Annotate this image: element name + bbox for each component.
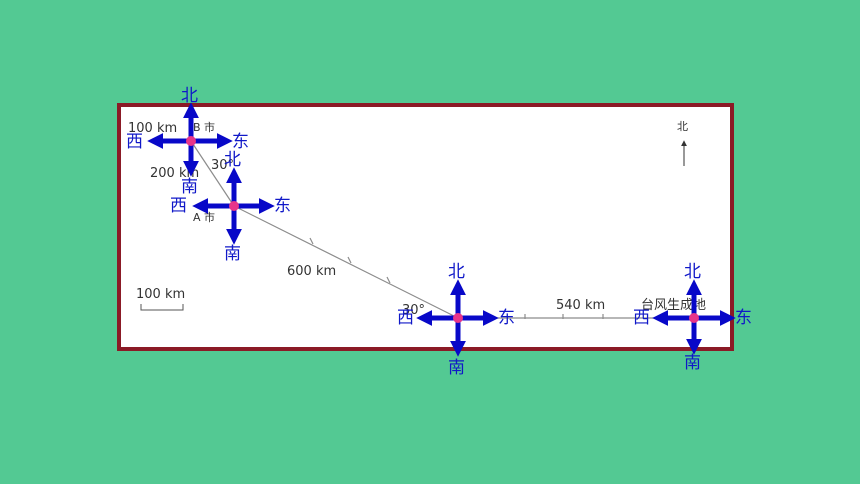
compass-east-label: 东 <box>232 132 249 152</box>
center-dot <box>186 136 196 146</box>
route-segment-b-to-a <box>190 140 235 207</box>
compass-south-label: 南 <box>448 358 465 378</box>
compass-b: 北 南 东 西 <box>126 86 249 197</box>
compass-south-label: 南 <box>224 244 241 264</box>
compass-south-label: 南 <box>684 353 701 373</box>
distance-b-west: 100 km <box>128 121 177 136</box>
compass-west-label: 西 <box>633 308 650 328</box>
compass-origin: 北 南 东 西 <box>633 262 752 373</box>
city-a-label: A 市 <box>193 210 215 224</box>
city-b-label: B 市 <box>193 120 215 134</box>
scale-bar-label: 100 km <box>136 287 185 302</box>
compass-north-label: 北 <box>448 262 465 282</box>
route-tick <box>347 256 352 264</box>
distance-a-to-turn: 600 km <box>287 264 336 279</box>
route-tick <box>386 276 391 284</box>
center-dot <box>453 313 463 323</box>
compass-north-label: 北 <box>181 86 198 106</box>
scale-bar: 100 km <box>136 287 185 311</box>
compass-south-label: 南 <box>181 177 198 197</box>
distance-turn-to-origin: 540 km <box>556 298 605 313</box>
north-arrow-icon: 北 <box>677 120 688 166</box>
compass-north-label: 北 <box>684 262 701 282</box>
compass-west-label: 西 <box>126 132 143 152</box>
north-arrow-label: 北 <box>677 120 688 133</box>
compass-north-label: 北 <box>224 150 241 170</box>
compass-west-label: 西 <box>170 196 187 216</box>
compass-east-label: 东 <box>274 196 291 216</box>
compass-east-label: 东 <box>498 308 515 328</box>
route-segment-a-to-turn <box>233 205 459 319</box>
compass-a: 北 南 东 西 <box>170 150 291 264</box>
compass-turn: 北 南 东 西 <box>397 262 515 378</box>
center-dot <box>689 313 699 323</box>
compass-west-label: 西 <box>397 308 414 328</box>
compass-east-label: 东 <box>735 308 752 328</box>
route-tick <box>309 237 314 245</box>
typhoon-origin-label: 台风生成地 <box>641 298 706 313</box>
center-dot <box>229 201 239 211</box>
